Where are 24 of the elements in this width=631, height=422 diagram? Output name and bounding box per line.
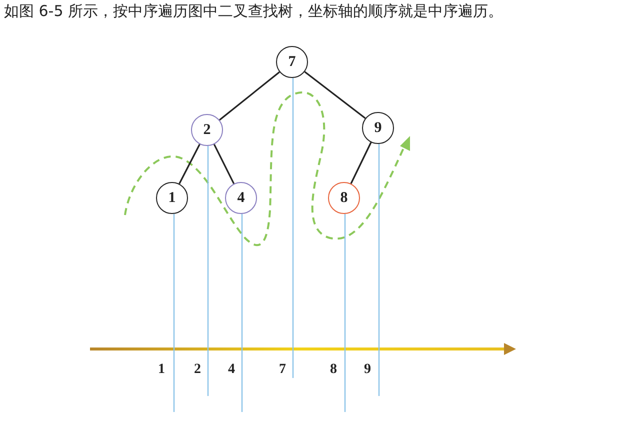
axis-label: 9 (364, 362, 371, 378)
tree-node-circle: 4 (225, 182, 257, 214)
projection-line (344, 214, 346, 412)
tree-node-circle: 9 (362, 112, 394, 144)
tree-edge (219, 71, 280, 121)
projection-line (241, 214, 243, 412)
tree-node-circle: 1 (156, 182, 188, 214)
projection-line (378, 144, 380, 396)
axis-label: 7 (279, 362, 286, 378)
axis-label: 8 (330, 362, 337, 378)
projection-line (292, 78, 294, 378)
projection-line (173, 214, 175, 412)
title-text: 如图 6-5 所示，按中序遍历图中二叉查找树，坐标轴的顺序就是中序遍历。 (4, 2, 504, 21)
tree-node-circle: 2 (191, 114, 223, 146)
axis-label: 2 (194, 362, 201, 378)
tree-node-circle: 7 (276, 46, 308, 78)
tree-edge (304, 71, 366, 119)
tree-edge (178, 144, 200, 184)
tree-edge (350, 142, 372, 184)
axis-label: 4 (228, 362, 235, 378)
axis-label: 1 (158, 362, 165, 378)
tree-edge (213, 144, 235, 184)
projection-line (207, 146, 209, 396)
tree-node-circle: 8 (328, 182, 360, 214)
